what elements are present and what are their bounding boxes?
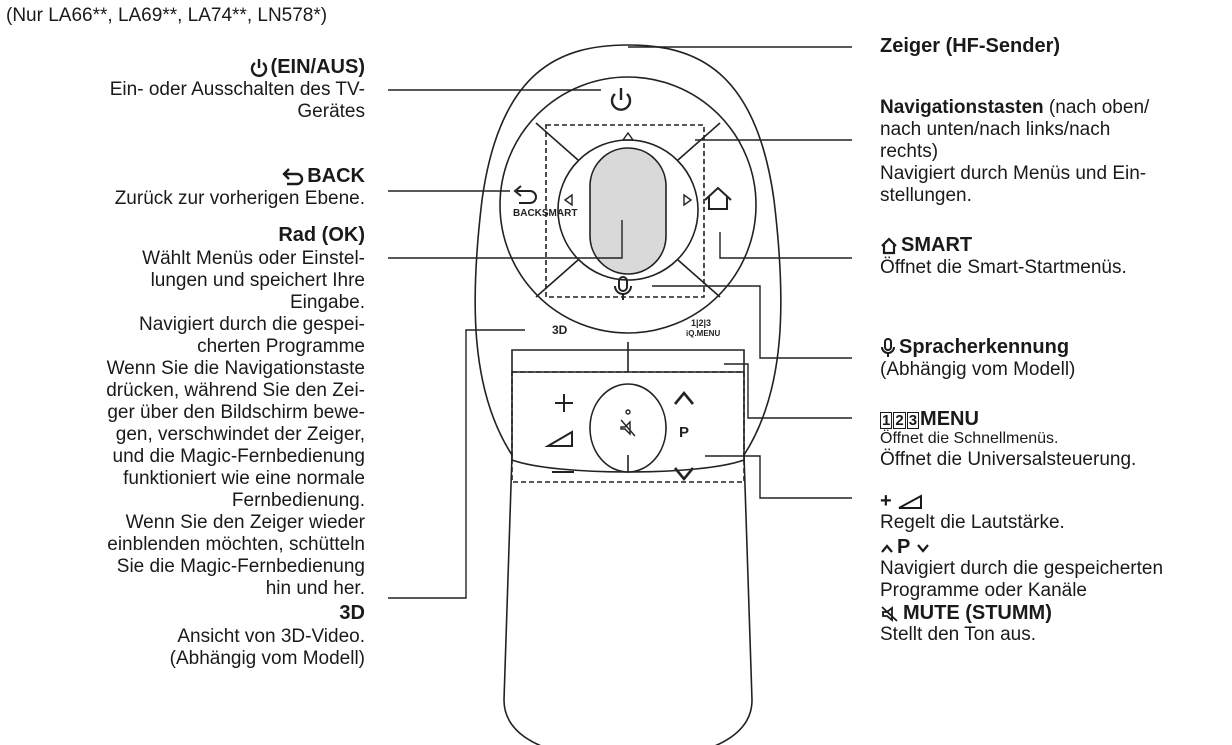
wheel-line: funktioniert wie eine normale [123, 468, 365, 489]
lower-keys-box [511, 371, 745, 483]
wheel-line: einblenden möchten, schütteln [107, 534, 365, 555]
back-title: BACK [282, 165, 365, 187]
model-note: (Nur LA66**, LA69**, LA74**, LN578*) [6, 5, 328, 26]
program-desc-2: Programme oder Kanäle [880, 580, 1087, 601]
wheel-line: Wenn Sie die Navigationstaste [106, 358, 365, 379]
power-title: (EIN/AUS) [250, 56, 365, 78]
power-title-text: (EIN/AUS) [270, 56, 365, 78]
mute-icon [881, 605, 898, 622]
wheel-line: gen, verschwindet der Zeiger, [115, 424, 365, 445]
wheel-line: und die Magic-Fernbedienung [112, 446, 365, 467]
wheel-title: Rad (OK) [278, 224, 365, 246]
nav-title: Navigationstasten (nach oben/ [880, 97, 1149, 119]
volume-icon [898, 494, 923, 509]
wheel-line: Sie die Magic-Fernbedienung [116, 556, 365, 577]
power-icon [610, 88, 632, 111]
remote-lower-panel [511, 349, 745, 473]
leader-lines [388, 46, 852, 599]
power-desc-1: Ein- oder Ausschalten des TV- [109, 79, 365, 100]
mic-icon-remote [614, 276, 632, 300]
smart-title-text: SMART [901, 234, 973, 256]
mute-icon-remote [620, 409, 636, 437]
program-chevrons [673, 390, 695, 482]
back-icon [282, 167, 304, 185]
chevron-down-icon [916, 544, 929, 553]
volume-controls-icons [544, 394, 574, 473]
back-title-text: BACK [307, 165, 365, 187]
wheel-line: drücken, während Sie den Zei- [106, 380, 365, 401]
voice-desc: (Abhängig vom Modell) [880, 359, 1076, 380]
program-desc-1: Navigiert durch die gespeicherten [880, 558, 1164, 579]
wheel-line: Navigiert durch die gespei- [138, 314, 365, 335]
remote-body-outline [474, 44, 782, 745]
wheel-line: hin und her. [265, 578, 365, 599]
volume-title: + [880, 490, 926, 512]
home-icon [881, 237, 897, 254]
wheel-line: Fernbedienung. [231, 490, 365, 511]
wheel-line: ger über den Bildschirm bewe- [107, 402, 365, 423]
qmenu-text-label: iQ.MENU [686, 329, 721, 338]
wheel-line: Wählt Menüs oder Einstel- [142, 248, 365, 269]
power-desc-2: Gerätes [297, 101, 365, 122]
three-d-button-label: 3D [552, 323, 568, 337]
smart-title: SMART [880, 234, 972, 256]
wheel-line: Eingabe. [289, 292, 365, 313]
mute-desc: Stellt den Ton aus. [880, 624, 1036, 645]
nav-keys-box [545, 124, 705, 298]
pointer-title: Zeiger (HF-Sender) [880, 35, 1061, 57]
three-d-desc-1: Ansicht von 3D-Video. [177, 626, 365, 647]
nav-line: rechts) [880, 141, 939, 162]
qmenu-num-box: 2 [893, 412, 906, 429]
home-icon-remote [704, 186, 732, 210]
back-icon-remote [513, 185, 537, 204]
smart-desc: Öffnet die Smart-Startmenüs. [880, 257, 1127, 278]
back-smart-label: BACKSMART [513, 208, 578, 219]
remote-inner-ring [499, 76, 757, 334]
three-d-desc-2: (Abhängig vom Modell) [169, 648, 365, 669]
mute-title: MUTE (STUMM) [880, 602, 1052, 624]
mute-button [589, 383, 667, 473]
power-icon [250, 58, 267, 77]
nav-line: stellungen. [880, 185, 972, 206]
nav-line: Navigiert durch Menüs und Ein- [880, 163, 1147, 184]
qmenu-desc-1: Öffnet die Schnellmenüs. [880, 430, 1059, 447]
mute-title-text: MUTE (STUMM) [903, 602, 1052, 624]
voice-title-text: Spracherkennung [899, 336, 1070, 358]
nav-title-rest: (nach oben/ [1043, 97, 1150, 118]
p-button-label: P [679, 424, 690, 441]
nav-title-bold: Navigationstasten [880, 97, 1044, 118]
back-desc: Zurück zur vorherigen Ebene. [114, 188, 365, 209]
wheel-line: Wenn Sie den Zeiger wieder [125, 512, 365, 533]
nav-line: nach unten/nach links/nach [880, 119, 1111, 140]
nav-arrow-icons [563, 131, 693, 207]
qmenu-desc-2: Öffnet die Universalsteuerung. [880, 449, 1137, 470]
wheel-line: lungen und speichert Ihre [150, 270, 365, 291]
qmenu-title-text: MENU [920, 408, 979, 430]
qmenu-num-box: 3 [906, 412, 920, 429]
chevron-up-icon [881, 544, 893, 553]
qmenu-nums-label: 1|2|3 [691, 318, 712, 328]
qmenu-num-box: 1 [880, 412, 893, 429]
voice-title: Spracherkennung [880, 336, 1069, 358]
program-title: P [880, 536, 933, 558]
mic-icon [881, 337, 895, 357]
three-d-title: 3D [339, 602, 365, 624]
program-title-text: P [897, 536, 910, 558]
volume-desc: Regelt die Lautstärke. [880, 512, 1065, 533]
wheel-center [589, 147, 667, 275]
wheel-line: cherten Programme [197, 336, 365, 357]
volume-plus: + [880, 490, 892, 512]
